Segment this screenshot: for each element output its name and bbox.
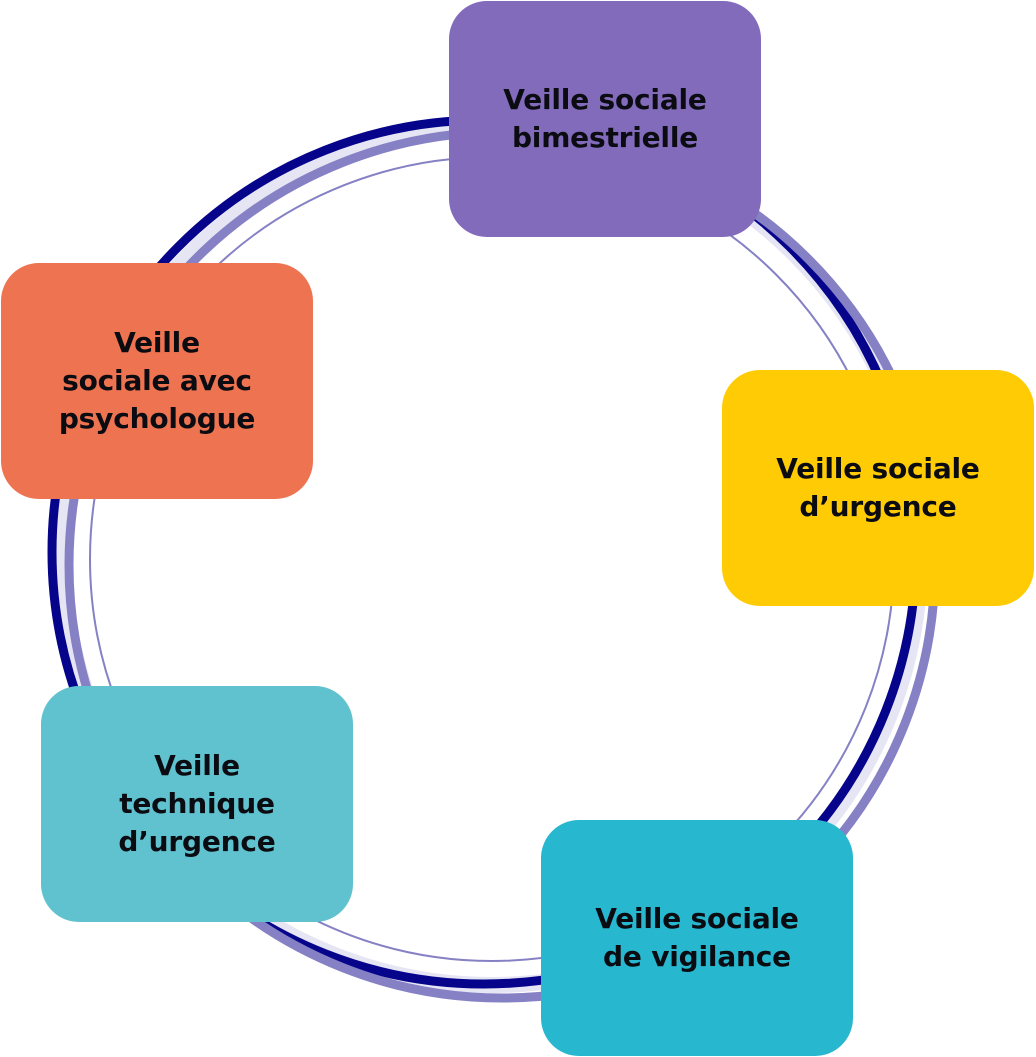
node-urgence: Veille sociale d’urgence	[722, 370, 1034, 606]
node-psychologue-label: Veille sociale avec psychologue	[58, 326, 256, 435]
node-vigilance: Veille sociale de vigilance	[541, 820, 853, 1056]
node-technique: Veille technique d’urgence	[41, 686, 353, 922]
node-bimestrielle-label: Veille sociale bimestrielle	[503, 83, 707, 154]
node-psychologue: Veille sociale avec psychologue	[1, 263, 313, 499]
node-bimestrielle: Veille sociale bimestrielle	[449, 1, 761, 237]
node-technique-label: Veille technique d’urgence	[118, 749, 276, 858]
node-urgence-label: Veille sociale d’urgence	[776, 452, 980, 523]
node-vigilance-label: Veille sociale de vigilance	[595, 902, 799, 973]
